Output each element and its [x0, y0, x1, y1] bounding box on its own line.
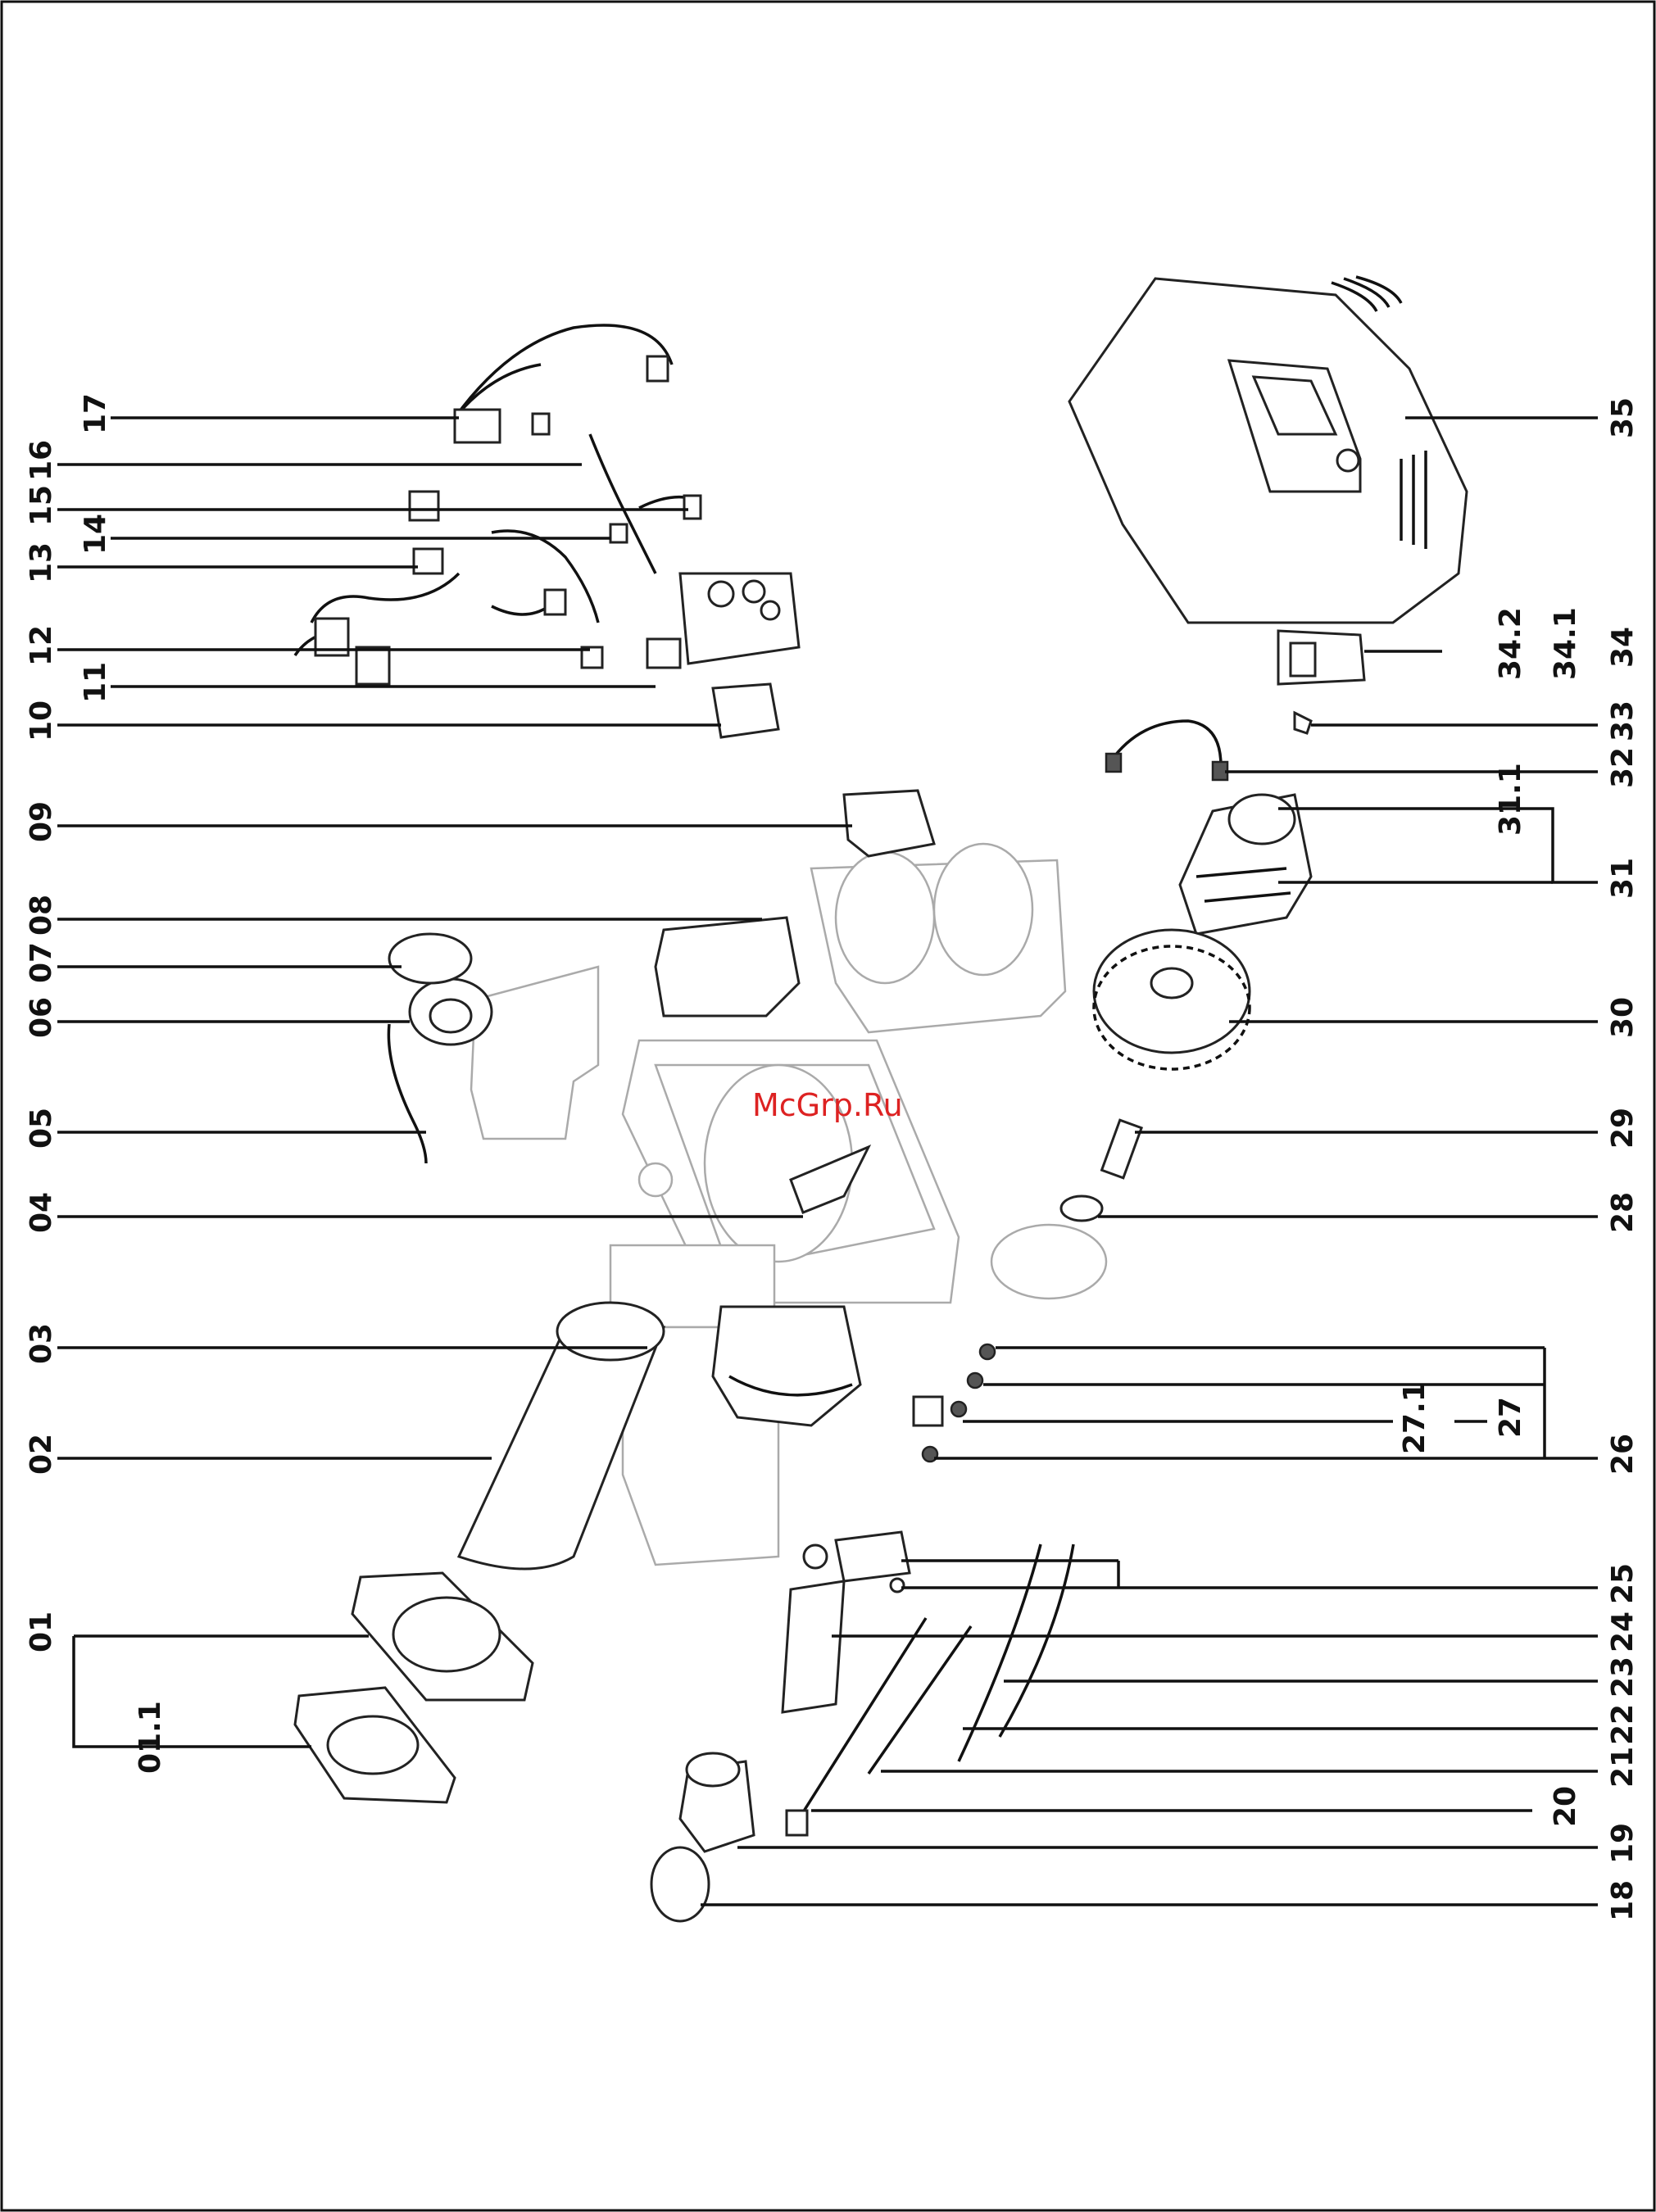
label-23: 23 — [1606, 1657, 1640, 1698]
part-011-gasket-hole-drawing — [328, 1716, 418, 1774]
part-05-cable-drawing — [388, 1024, 426, 1163]
part-28-flange-drawing — [1061, 1196, 1102, 1221]
part-35-cover-drawing — [1069, 277, 1467, 623]
part-18-19-drawing — [651, 1753, 754, 1921]
label-33: 33 — [1606, 700, 1640, 741]
label-20: 20 — [1549, 1786, 1582, 1827]
left-labels: 17 16 15 14 13 12 11 10 09 08 07 06 05 0… — [25, 393, 167, 1774]
label-12: 12 — [25, 625, 58, 666]
label-10: 10 — [25, 700, 58, 741]
right-labels: 35 34.2 34.1 34 33 32 31.1 31 30 29 28 2… — [1398, 397, 1640, 1921]
label-34-1: 34.1 — [1549, 607, 1582, 680]
label-32: 32 — [1606, 747, 1640, 788]
label-14: 14 — [79, 514, 112, 555]
label-26: 26 — [1606, 1434, 1640, 1475]
part-30-fan-wheel-drawing — [1094, 930, 1250, 1069]
label-05: 05 — [25, 1108, 58, 1149]
label-15: 15 — [25, 485, 58, 526]
label-30: 30 — [1606, 997, 1640, 1038]
part-31-motor-drawing — [1180, 795, 1311, 934]
label-16: 16 — [25, 440, 58, 481]
label-06: 06 — [25, 997, 58, 1038]
label-27-1: 27.1 — [1398, 1381, 1431, 1454]
part-03-duct-drawing — [713, 1307, 860, 1426]
label-31-1: 31.1 — [1494, 763, 1527, 836]
label-34: 34 — [1606, 627, 1640, 668]
part-32-fitting-drawing — [1106, 754, 1121, 772]
label-03: 03 — [25, 1323, 58, 1364]
label-35: 35 — [1606, 397, 1640, 438]
label-24: 24 — [1606, 1611, 1640, 1652]
label-27: 27 — [1494, 1397, 1527, 1438]
label-17: 17 — [79, 393, 112, 434]
label-22: 22 — [1606, 1704, 1640, 1745]
part-26-27-fittings-drawing — [914, 1344, 995, 1462]
part-06-pressure-switch-drawing — [410, 979, 492, 1045]
label-02: 02 — [25, 1434, 58, 1475]
part-34-valve-drawing — [1278, 631, 1364, 733]
watermark: McGrp.Ru — [752, 1087, 903, 1123]
label-11: 11 — [79, 662, 112, 703]
label-13: 13 — [25, 542, 58, 583]
label-09: 09 — [25, 801, 58, 842]
label-01-1: 01.1 — [134, 1701, 167, 1774]
part-24-25-nozzle-drawing — [783, 1532, 910, 1712]
label-21: 21 — [1606, 1747, 1640, 1788]
label-07: 07 — [25, 942, 58, 983]
part-10-17-wiring-drawing — [295, 325, 799, 737]
label-08: 08 — [25, 895, 58, 936]
label-18: 18 — [1606, 1880, 1640, 1921]
label-01: 01 — [25, 1611, 58, 1652]
label-19: 19 — [1606, 1823, 1640, 1864]
label-04: 04 — [25, 1192, 58, 1233]
part-09-ignition-drawing — [844, 791, 934, 856]
label-25: 25 — [1606, 1563, 1640, 1604]
label-28: 28 — [1606, 1192, 1640, 1233]
part-07-cover-drawing — [389, 934, 471, 983]
part-01-flange-drawing — [352, 1573, 533, 1700]
part-08-control-unit-drawing — [656, 918, 799, 1016]
label-29: 29 — [1606, 1108, 1640, 1149]
label-31: 31 — [1606, 858, 1640, 899]
label-34-2: 34.2 — [1494, 607, 1527, 680]
part-32-hose-drawing — [1110, 721, 1221, 766]
part-29-coupling-drawing — [1102, 1120, 1142, 1178]
